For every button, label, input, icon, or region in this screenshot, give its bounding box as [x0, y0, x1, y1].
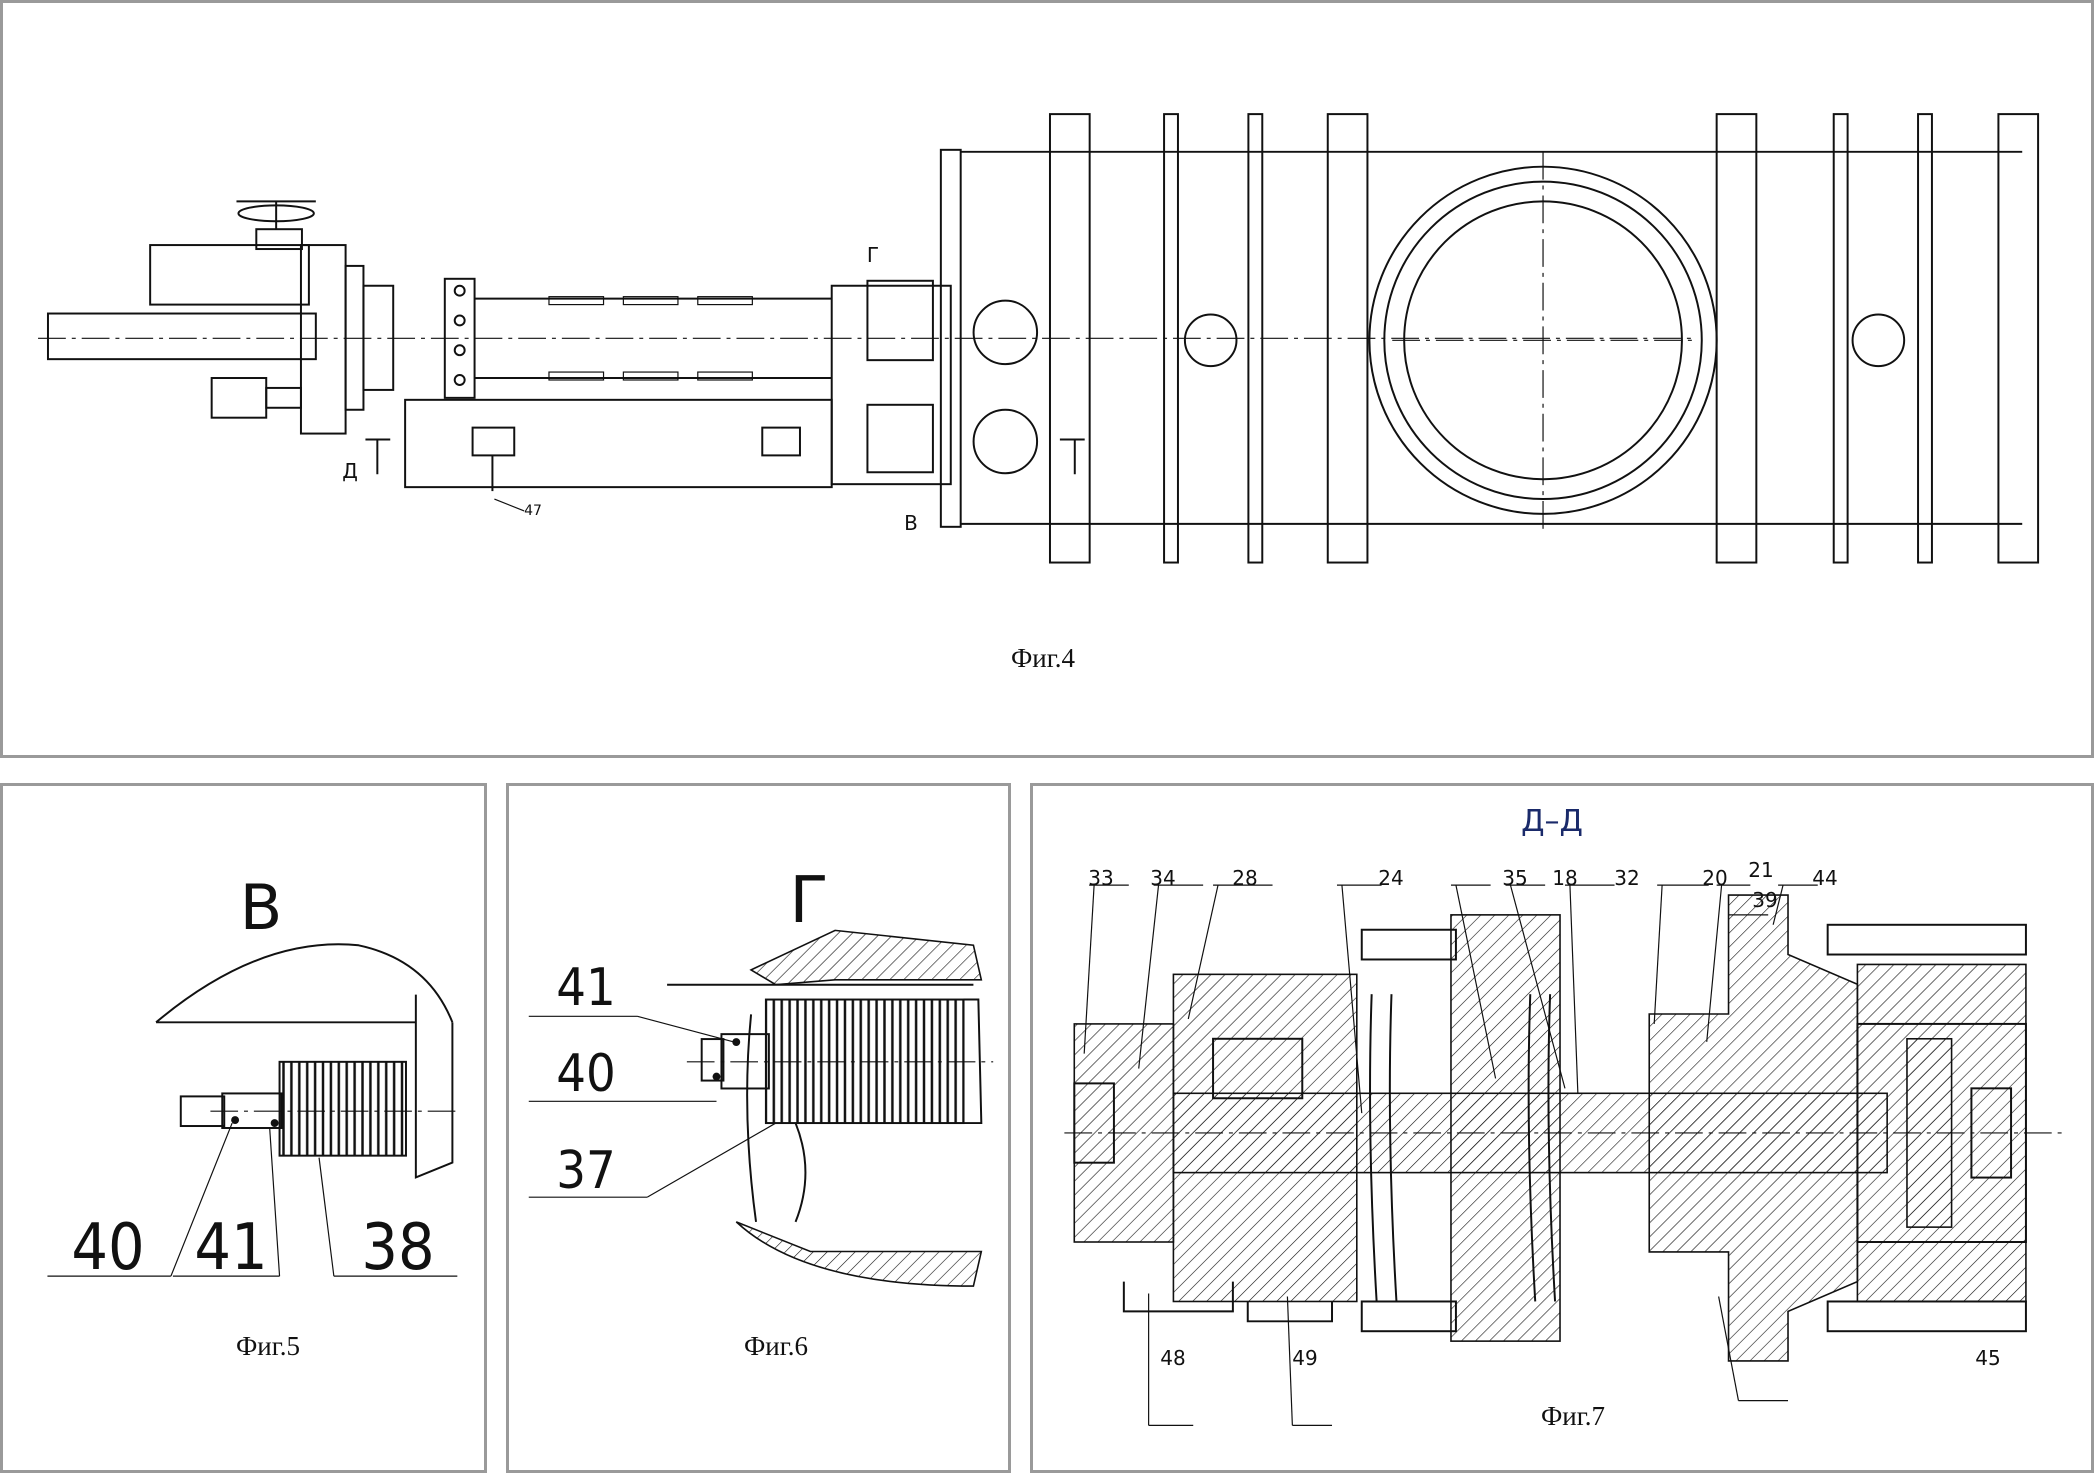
callout-38: 38 — [361, 1211, 435, 1285]
fig4-caption: Фиг.4 — [1010, 643, 1076, 673]
callout-37: 37 — [556, 1141, 616, 1201]
slot-marks — [548, 296, 753, 381]
callout-41: 41 — [194, 1211, 268, 1285]
callout-41: 41 — [556, 958, 616, 1018]
flange-column — [1048, 113, 2040, 564]
fig4-drawing — [38, 113, 2040, 564]
fig5-caption: Фиг.5 — [235, 1331, 301, 1361]
callout-47: 47 — [524, 503, 542, 519]
callout-40: 40 — [71, 1211, 145, 1285]
view-letter-g: Г — [789, 864, 829, 938]
callout-44: 44 — [1812, 866, 1838, 890]
section-title: Д–Д — [1521, 804, 1583, 839]
callout-18: 18 — [1552, 866, 1578, 890]
bolt-group — [453, 284, 466, 386]
view-mark-d: Д — [342, 459, 358, 483]
fig6-caption: Фиг.6 — [743, 1331, 809, 1361]
callout-48: 48 — [1160, 1346, 1186, 1370]
callout-40: 40 — [556, 1044, 616, 1104]
callout-49: 49 — [1292, 1346, 1318, 1370]
rib-column — [1163, 113, 1933, 564]
callout-28: 28 — [1232, 866, 1258, 890]
fig5-panel: В 40 41 38 Фиг.5 — [0, 783, 487, 1473]
callout-24: 24 — [1378, 866, 1404, 890]
fig5-drawing — [47, 943, 458, 1277]
leader-lines-bottom — [1148, 1293, 1789, 1426]
callout-35: 35 — [1502, 866, 1528, 890]
fig7-caption: Фиг.7 — [1540, 1401, 1606, 1431]
view-mark-v: В — [904, 511, 918, 535]
fig6-drawing — [528, 929, 994, 1287]
callout-45: 45 — [1975, 1346, 2001, 1370]
callout-32: 32 — [1614, 866, 1640, 890]
callout-33: 33 — [1088, 866, 1114, 890]
leader-lines — [1083, 884, 1818, 1114]
callout-21: 21 — [1748, 858, 1774, 882]
callout-39: 39 — [1752, 888, 1778, 912]
callout-20: 20 — [1702, 866, 1728, 890]
fig7-drawing — [1064, 884, 2066, 1426]
fig7-panel: Д–Д 33 34 28 24 35 18 32 20 21 39 44 48 … — [1030, 783, 2094, 1473]
view-letter-v: В — [239, 871, 283, 944]
callout-34: 34 — [1150, 866, 1176, 890]
fig4-panel: Г В Д 47 Фиг.4 — [0, 0, 2094, 758]
fig6-panel: Г 41 40 37 Фиг.6 — [506, 783, 1011, 1473]
view-mark-g: Г — [866, 243, 880, 267]
